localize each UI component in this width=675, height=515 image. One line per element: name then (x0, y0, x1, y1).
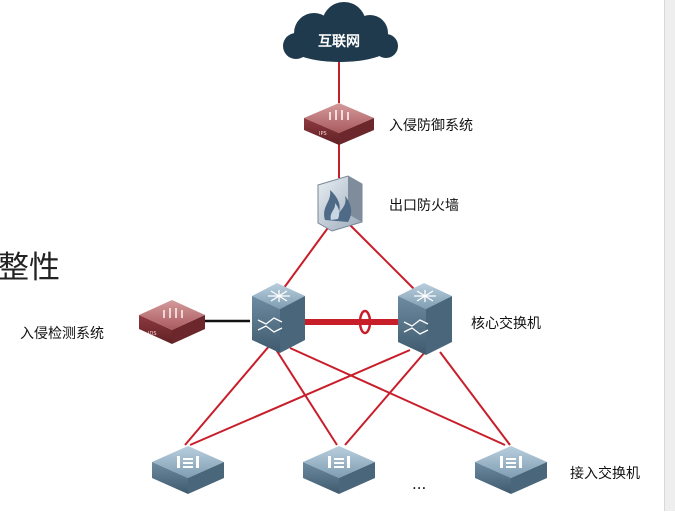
link-aggregation-ring (358, 309, 372, 335)
link-core-right-access-mid (344, 351, 426, 446)
access-switch-mid-icon (303, 446, 375, 494)
links (184, 60, 511, 446)
ids-device-icon: IDS (139, 300, 205, 344)
side-text: 整性 (0, 250, 60, 286)
link-firewall-core-right (349, 224, 419, 294)
ips-label: 入侵防御系统 (389, 118, 473, 134)
core-switch-label: 核心交换机 (471, 316, 541, 332)
firewall-icon (317, 175, 363, 232)
internet-label: 互联网 (318, 34, 360, 50)
access-switch-label: 接入交换机 (570, 466, 640, 482)
link-core-right-access-left (189, 349, 411, 446)
access-switch-left-icon (152, 446, 224, 494)
ellipsis: ... (412, 475, 427, 493)
link-core-left-access-left (184, 344, 271, 446)
link-core-left-access-right (289, 347, 506, 446)
core-switch-right-icon (398, 283, 452, 355)
ids-tag: IDS (148, 331, 157, 337)
ids-label: 入侵检测系统 (20, 326, 104, 342)
ips-tag: IPS (319, 131, 327, 137)
access-switch-right-icon (475, 446, 547, 494)
window-edge (664, 0, 675, 511)
link-core-right-access-right (439, 351, 511, 446)
ips-device-icon: IPS (304, 103, 374, 145)
link-core-left-access-mid (274, 347, 338, 446)
cloud-icon (283, 2, 398, 62)
firewall-label: 出口防火墙 (389, 198, 459, 214)
link-firewall-core-left (277, 224, 331, 297)
core-switch-left-icon (252, 283, 305, 353)
